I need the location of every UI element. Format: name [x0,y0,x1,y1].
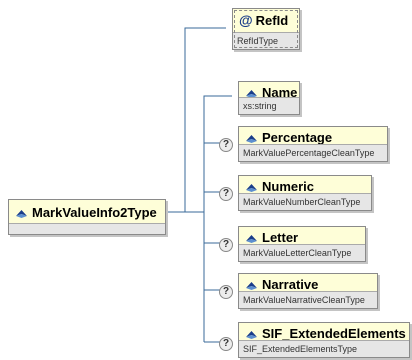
element-type: xs:string [239,97,299,114]
element-node-sif-extended-elements[interactable]: SIF_ExtendedElements SIF_ExtendedElement… [238,322,410,358]
element-icon [246,134,257,143]
element-header: SIF_ExtendedElements [239,323,409,345]
attribute-node-refid[interactable]: @RefId RefIdType [232,8,300,50]
element-name: Letter [262,230,299,245]
element-header: Narrative [239,274,377,296]
element-name: Percentage [262,130,333,145]
element-name: Numeric [262,179,315,194]
optional-marker-icon: ? [219,238,233,252]
element-node-letter[interactable]: Letter MarkValueLetterCleanType [238,226,366,262]
optional-marker-icon: ? [219,187,233,201]
root-type-node[interactable]: MarkValueInfo2Type [8,199,166,235]
element-type: MarkValueLetterCleanType [239,244,365,261]
element-type: SIF_ExtendedElementsType [239,340,409,357]
element-header: Name [239,82,299,104]
element-node-percentage[interactable]: Percentage MarkValuePercentageCleanType [238,126,388,162]
element-type: MarkValueNarrativeCleanType [239,291,377,308]
root-type-band [9,223,165,234]
attribute-name: RefId [255,13,289,28]
attribute-type: RefIdType [233,32,299,49]
element-icon [246,281,257,290]
root-type-header: MarkValueInfo2Type [9,200,165,226]
complex-type-icon [16,209,27,218]
attribute-node-header: @RefId [233,9,299,31]
element-icon [246,330,257,339]
element-node-narrative[interactable]: Narrative MarkValueNarrativeCleanType [238,273,378,309]
element-node-numeric[interactable]: Numeric MarkValueNumberCleanType [238,175,372,211]
element-name: SIF_ExtendedElements [262,326,406,341]
attribute-icon: @ [239,12,253,28]
element-name: Name [262,85,298,100]
element-header: Letter [239,227,365,249]
element-icon [246,183,257,192]
root-type-name: MarkValueInfo2Type [32,205,157,220]
optional-marker-icon: ? [219,285,233,299]
element-name: Narrative [262,277,319,292]
element-type: MarkValuePercentageCleanType [239,144,387,161]
element-type: MarkValueNumberCleanType [239,193,371,210]
element-icon [246,89,257,98]
element-header: Percentage [239,127,387,149]
element-header: Numeric [239,176,371,198]
element-icon [246,234,257,243]
element-node-name[interactable]: Name xs:string [238,81,300,115]
optional-marker-icon: ? [219,337,233,351]
optional-marker-icon: ? [219,138,233,152]
